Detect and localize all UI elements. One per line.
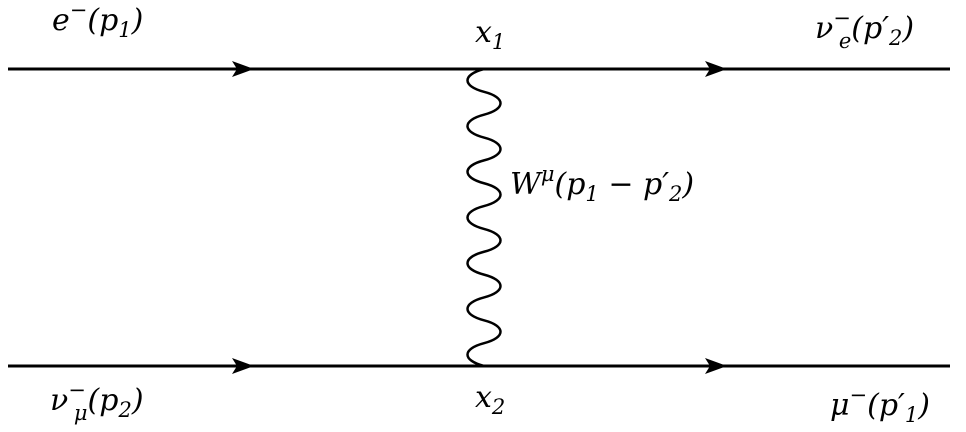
bottom-right-arrow-icon bbox=[705, 358, 727, 374]
label-top-left: e−(p1) bbox=[52, 0, 143, 42]
label-vertex-x1: x1 bbox=[475, 15, 505, 54]
w-boson-propagator bbox=[466, 67, 502, 368]
bottom-left-arrow-icon bbox=[232, 358, 254, 374]
label-bottom-right: μ−(p′1) bbox=[830, 383, 930, 427]
label-top-right: ν−e(p′2) bbox=[815, 6, 914, 53]
label-propagator: Wμ(p1 − p′2) bbox=[510, 162, 694, 206]
label-bottom-left: ν−μ(p2) bbox=[50, 378, 144, 425]
top-right-arrow-icon bbox=[705, 61, 727, 77]
top-left-arrow-icon bbox=[232, 61, 254, 77]
label-vertex-x2: x2 bbox=[475, 380, 505, 419]
